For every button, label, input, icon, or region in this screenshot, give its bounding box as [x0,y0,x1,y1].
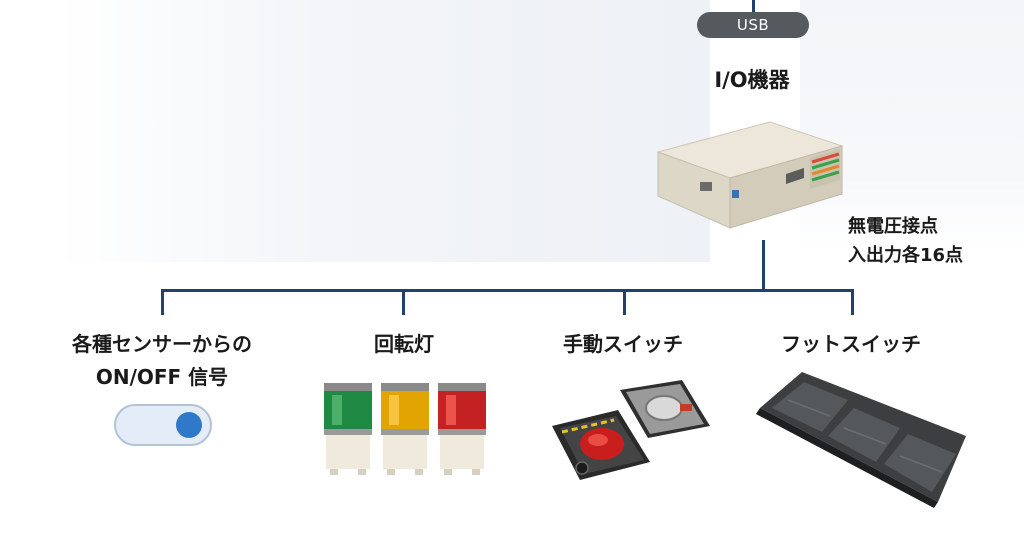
sensor-label-line-2: ON/OFF 信号 [95,365,229,389]
foot-switch-label: フットスイッチ [758,328,944,361]
toggle-knob [176,412,202,438]
push-button-icon [552,380,710,480]
foot-switch-label-line-1: フットスイッチ [781,332,921,356]
drop-line-lamp [402,289,405,315]
drop-line-sensor [161,289,164,315]
io-device-icon [656,121,844,229]
trunk-line [762,240,765,292]
push-button-unit-front [552,410,650,480]
lamp-green [324,383,372,475]
sensor-label: 各種センサーからの ON/OFF 信号 [40,328,284,394]
sensor-label-line-1: 各種センサーからの [72,332,252,356]
background-panel-right [800,0,1024,250]
rotating-lamp-icon [324,383,486,475]
usb-badge: USB [697,12,809,38]
lamp-label-line-1: 回転灯 [374,332,434,356]
foot-pedal-icon [756,372,966,508]
toggle-switch-icon [114,404,212,446]
drop-line-manual-switch [623,289,626,315]
background-panel-left [0,0,710,262]
usb-cable-line [752,0,755,14]
device-spec-line-1: 無電圧接点 [848,216,938,237]
manual-switch-label: 手動スイッチ [535,328,711,361]
lamp-red [438,383,486,475]
device-spec-line-2: 入出力各16点 [848,245,964,266]
bus-line [161,289,854,292]
drop-line-foot-switch [851,289,854,315]
pedal-left [772,382,848,432]
push-button-unit-back [620,380,710,438]
lamp-amber [381,383,429,475]
device-title: I/O機器 [714,68,790,92]
pedal-middle [828,408,900,462]
pedal-right [884,434,956,492]
device-spec: 無電圧接点 入出力各16点 [848,212,963,270]
manual-switch-label-line-1: 手動スイッチ [563,332,683,356]
lamp-label: 回転灯 [344,328,464,361]
